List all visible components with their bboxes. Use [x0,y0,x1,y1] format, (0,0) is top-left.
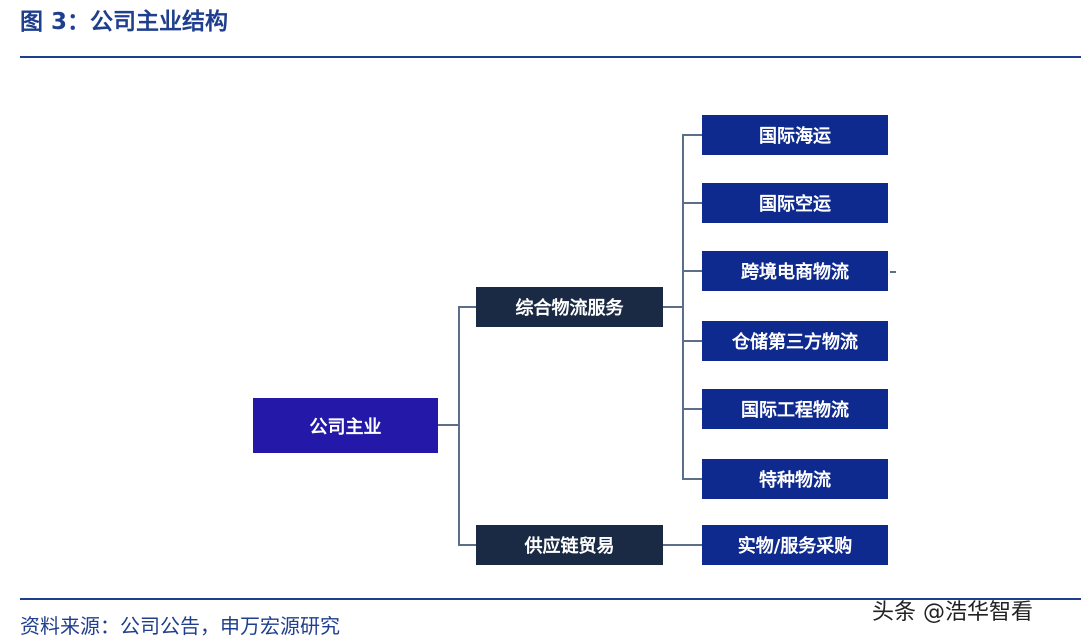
leaf-connector-1 [682,134,702,136]
leaf-vertical-spine [682,134,684,478]
figure-title: 图 3：公司主业结构 [20,9,229,35]
leaf-node-cross-border-ecommerce: 跨境电商物流 [702,251,888,291]
leaf-node-project-logistics: 国际工程物流 [702,389,888,429]
leaf-connector-5 [682,408,702,410]
leaf-connector-2 [682,202,702,204]
trade-out-connector [663,544,702,546]
branch-connector-trade [458,544,476,546]
branch-node-logistics: 综合物流服务 [476,287,663,327]
leaf-connector-3 [682,270,702,272]
watermark-text: 头条 @浩华智看 [872,600,1033,625]
source-note: 资料来源：公司公告，申万宏源研究 [20,614,340,638]
leaf-connector-4 [682,340,702,342]
top-divider [20,56,1081,58]
leaf-node-special-logistics: 特种物流 [702,459,888,499]
mid-vertical-spine [458,306,460,546]
logistics-out-connector [663,306,682,308]
leaf-node-ocean-freight: 国际海运 [702,115,888,155]
root-node: 公司主业 [253,398,438,453]
bottom-divider [20,598,1081,600]
leaf-node-warehousing-3pl: 仓储第三方物流 [702,321,888,361]
root-connector [438,424,458,426]
leaf-node-procurement: 实物/服务采购 [702,525,888,565]
branch-connector-logistics [458,306,476,308]
leaf-connector-6 [682,478,702,480]
branch-node-trade: 供应链贸易 [476,525,663,565]
leaf-node-air-freight: 国际空运 [702,183,888,223]
stray-tick-mark [890,271,896,273]
